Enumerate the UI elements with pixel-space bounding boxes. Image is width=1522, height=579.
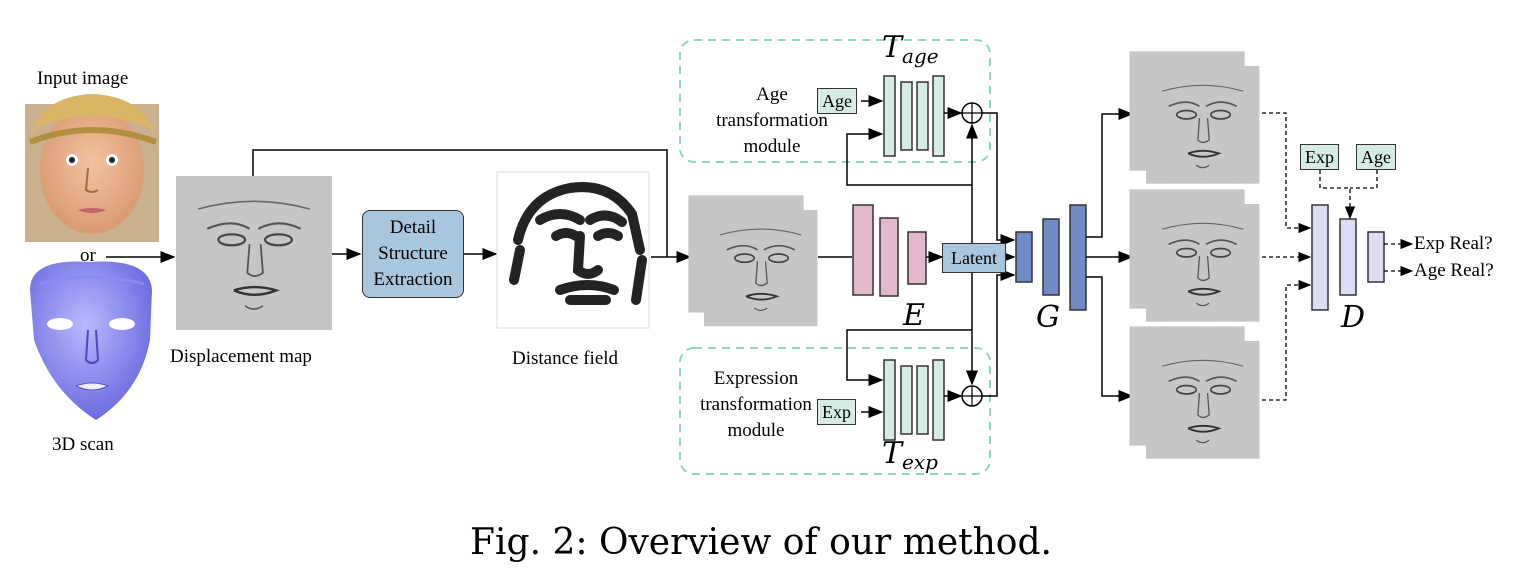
age-module-label: Age transformation module <box>712 82 832 160</box>
age-module-frame <box>679 39 991 163</box>
t-age-blocks <box>883 75 945 157</box>
encoder-blocks <box>852 204 927 297</box>
scan-label: 3D scan <box>52 434 114 455</box>
or-label: or <box>80 245 96 266</box>
exp-real-output: Exp Real? <box>1414 233 1493 254</box>
disc-age-tag: Age <box>1356 144 1396 170</box>
exp-input-tag: Exp <box>817 399 856 425</box>
discriminator-blocks <box>1311 204 1385 311</box>
d-symbol: D <box>1341 300 1366 335</box>
t-exp-blocks <box>883 359 945 441</box>
displacement-label: Displacement map <box>170 346 312 367</box>
exp-module-line-1: Expression <box>713 368 799 389</box>
e-symbol: E <box>903 298 925 333</box>
displacement-map <box>176 176 332 330</box>
disc-exp-tag: Exp <box>1300 144 1339 170</box>
detail-extraction-box: Detail Structure Extraction <box>362 210 464 298</box>
input-photo <box>25 94 159 242</box>
g-symbol: G <box>1036 300 1060 335</box>
age-input-tag: Age <box>817 88 857 114</box>
exp-module-label: Expression transformation module <box>692 366 820 444</box>
age-module-line-1: Age <box>756 84 788 105</box>
generator-blocks <box>1015 204 1087 311</box>
extraction-line-2: Structure <box>378 243 448 264</box>
exp-module-line-2: transformation <box>700 394 812 415</box>
encoder-input-stack <box>689 196 817 326</box>
latent-box: Latent <box>942 243 1006 273</box>
output-expression <box>1130 327 1259 459</box>
figure-caption: Fig. 2: Overview of our method. <box>470 522 1052 563</box>
age-module-line-2: transformation <box>716 110 828 131</box>
distance-label: Distance field <box>512 348 619 369</box>
age-module-line-3: module <box>743 136 801 157</box>
exp-module-line-3: module <box>727 420 785 441</box>
t-exp-symbol: Texp <box>882 436 938 474</box>
input-image-label: Input image <box>37 68 129 89</box>
exp-module-frame <box>679 347 991 475</box>
distance-field <box>496 171 650 329</box>
age-real-output: Age Real? <box>1414 260 1494 281</box>
extraction-line-1: Detail <box>389 217 437 238</box>
scan-mesh <box>30 261 152 420</box>
t-age-symbol: Tage <box>882 30 939 68</box>
output-neutral <box>1130 190 1259 322</box>
output-aged <box>1130 52 1259 184</box>
extraction-line-3: Extraction <box>373 269 453 290</box>
